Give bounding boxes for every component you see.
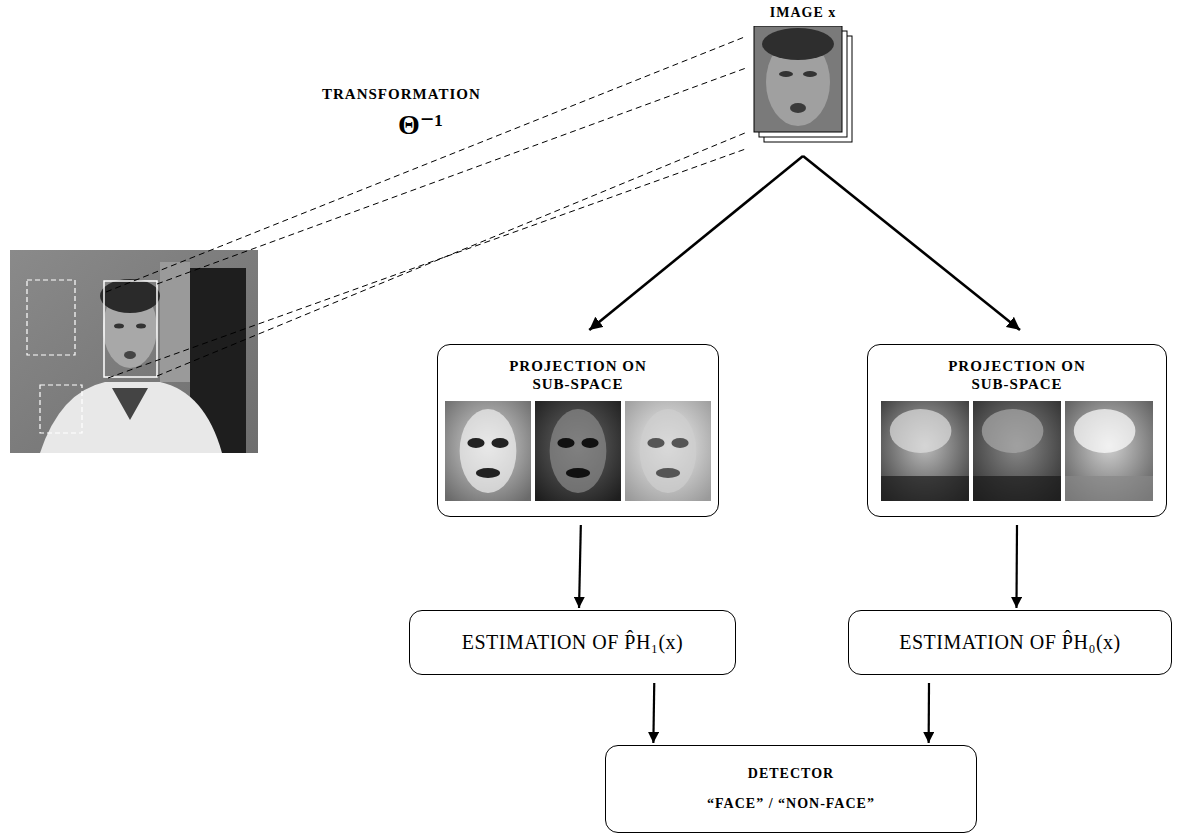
estimation-box: ESTIMATION OF P̂H₀(x): [848, 610, 1172, 675]
node-title: IMAGE x: [770, 4, 837, 22]
flow-arrow: [589, 156, 803, 330]
transform-symbol: Θ⁻¹: [398, 108, 443, 141]
node-title: DETECTOR: [748, 765, 834, 783]
estimation-box: ESTIMATION OF P̂H₁(x): [409, 610, 736, 675]
image-stack: [750, 26, 856, 150]
flow-arrow: [1015, 525, 1018, 608]
eigen-images: [443, 401, 713, 503]
flow-arrow: [579, 525, 581, 608]
node-title: PROJECTION ON SUB-SPACE: [947, 357, 1087, 393]
transformation-label: TRANSFORMATION: [322, 86, 481, 103]
projection-box: PROJECTION ON SUB-SPACE: [867, 344, 1167, 517]
node-title: PROJECTION ON SUB-SPACE: [508, 357, 648, 393]
detector-box: DETECTOR “FACE” / “NON-FACE”: [605, 745, 977, 833]
eigen-images: [879, 401, 1155, 503]
projection-box: PROJECTION ON SUB-SPACE: [437, 344, 719, 517]
node-body: “FACE” / “NON-FACE”: [707, 795, 875, 813]
node-title: ESTIMATION OF P̂H₁(x): [462, 631, 683, 654]
flow-arrow: [652, 683, 655, 743]
input-image: IMAGE x: [745, 4, 861, 150]
node-title: ESTIMATION OF P̂H₀(x): [899, 631, 1120, 654]
flow-arrow: [928, 683, 931, 743]
flow-arrow: [803, 156, 1020, 330]
